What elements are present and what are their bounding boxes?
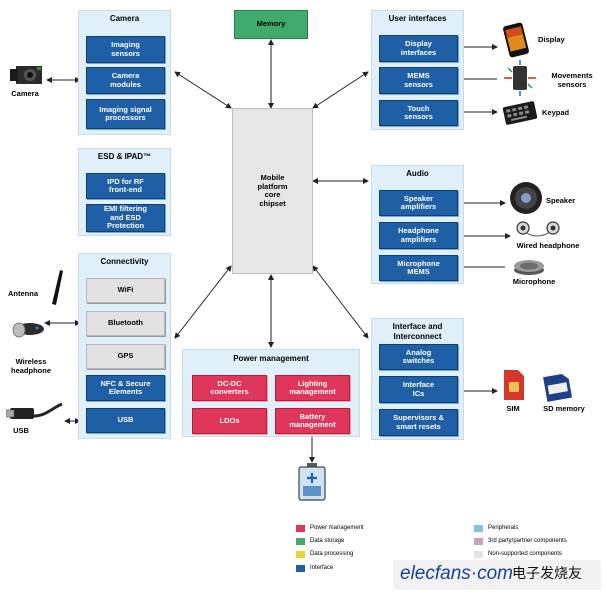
speaker-amplifiers-block: Speaker amplifiers	[379, 190, 458, 216]
headphone-amplifiers-block: Headphone amplifiers	[379, 222, 458, 249]
emi-esd-block: EMI filtering and ESD Protection	[86, 204, 165, 232]
interconnect-panel-title: Interface and Interconnect	[392, 322, 443, 341]
power-panel-title: Power management	[233, 354, 309, 363]
battery-management-block: Battery management	[275, 408, 350, 434]
sd-memory-label: SD memory	[543, 404, 585, 413]
memory-block: Memory	[234, 10, 308, 39]
interface-ics-block: Interface ICs	[379, 376, 458, 403]
display-interfaces-block: Display interfaces	[379, 35, 458, 62]
antenna-icon	[52, 270, 63, 305]
keypad-label: Keypad	[542, 108, 570, 117]
bluetooth-block: Bluetooth	[86, 311, 165, 336]
sim-label: SIM	[506, 404, 520, 413]
camera-device-label: Camera	[11, 89, 39, 98]
supervisors-smart-resets-block: Supervisors & smart resets	[379, 409, 458, 436]
battery-icon	[298, 463, 326, 501]
legend-label-power: Power management	[310, 525, 364, 531]
mobile-platform-chipset: Mobile platform core chipset	[232, 108, 313, 274]
movements-sensors-label: Movements sensors	[551, 71, 593, 89]
microphone-mems-block: Microphone MEMS	[379, 255, 458, 281]
ipd-rf-block: IPD for RF front-end	[86, 173, 165, 199]
display-label: Display	[538, 35, 565, 44]
camera-device-icon	[10, 66, 42, 84]
camera-panel-title: Camera	[109, 14, 140, 23]
camera-panel: Camera Imaging sensors Camera modules Im…	[78, 10, 171, 135]
connectivity-panel-title: Connectivity	[100, 257, 149, 266]
power-management-panel: Power management DC-DC converters Lighti…	[182, 349, 360, 437]
speaker-icon	[510, 182, 542, 214]
audio-panel: Audio Speaker amplifiers Headphone ampli…	[371, 165, 464, 284]
esd-panel-title: ESD & IPAD™	[97, 152, 152, 161]
legend-swatch-data-storage	[296, 538, 305, 545]
legend-swatch-interface	[296, 565, 305, 572]
sim-card-icon	[504, 370, 524, 400]
usb-block: USB	[86, 408, 165, 433]
mems-sensors-block: MEMS sensors	[379, 67, 458, 94]
imaging-sensors-block: Imaging sensors	[86, 36, 165, 63]
legend-swatch-power	[296, 525, 305, 532]
sd-memory-icon	[543, 373, 573, 402]
usb-label: USB	[13, 426, 29, 435]
analog-switches-block: Analog switches	[379, 344, 458, 370]
microphone-icon	[514, 260, 544, 275]
touch-sensors-block: Touch sensors	[379, 100, 458, 126]
legend-label-third-party: 3rd party/partner components	[488, 538, 567, 544]
display-phone-icon	[503, 22, 529, 58]
speaker-label: Speaker	[546, 196, 576, 205]
legend-label-interface: Interface	[310, 565, 334, 571]
camera-modules-block: Camera modules	[86, 67, 165, 94]
connectivity-panel: Connectivity WiFi Bluetooth GPS NFC & Se…	[78, 253, 171, 439]
microphone-label: Microphone	[512, 277, 556, 286]
esd-panel: ESD & IPAD™ IPD for RF front-end EMI fil…	[78, 148, 171, 236]
lighting-management-block: Lighting management	[275, 375, 350, 401]
dc-dc-converters-block: DC-DC converters	[192, 375, 267, 401]
legend-swatch-data-processing	[296, 551, 305, 558]
watermark-box	[393, 560, 601, 590]
movements-sensors-icon	[504, 60, 536, 96]
user-interfaces-panel-title: User interfaces	[388, 14, 447, 23]
gps-block: GPS	[86, 344, 165, 369]
user-interfaces-panel: User interfaces Display interfaces MEMS …	[371, 10, 464, 130]
legend-label-data-processing: Data processing	[310, 551, 354, 557]
legend-label-non-supported: Non-supported components	[488, 551, 563, 557]
wireless-headphone-icon	[12, 322, 44, 338]
legend-label-data-storage: Data storage	[310, 538, 345, 544]
legend-swatch-peripherals	[474, 525, 483, 532]
interconnect-panel: Interface and Interconnect Analog switch…	[371, 318, 464, 440]
antenna-label: Antenna	[8, 289, 38, 298]
legend-swatch-non-supported	[474, 551, 483, 558]
wired-headphone-label: Wired headphone	[516, 241, 580, 250]
watermark-brand: elecfans·com	[400, 563, 513, 584]
wifi-block: WiFi	[86, 278, 165, 303]
legend-swatch-third-party	[474, 538, 483, 545]
nfc-secure-elements-block: NFC & Secure Elements	[86, 375, 165, 401]
usb-cable-icon	[6, 402, 63, 419]
wireless-headphone-label: Wireless headphone	[10, 357, 51, 375]
watermark-chinese: 电子发烧友	[512, 566, 582, 582]
audio-panel-title: Audio	[406, 169, 429, 178]
wired-headphone-icon	[516, 221, 560, 237]
imaging-signal-processors-block: Imaging signal processors	[86, 99, 165, 129]
legend-label-peripherals: Peripherals	[488, 525, 519, 531]
ldos-block: LDOs	[192, 408, 267, 434]
keypad-icon	[502, 101, 538, 125]
